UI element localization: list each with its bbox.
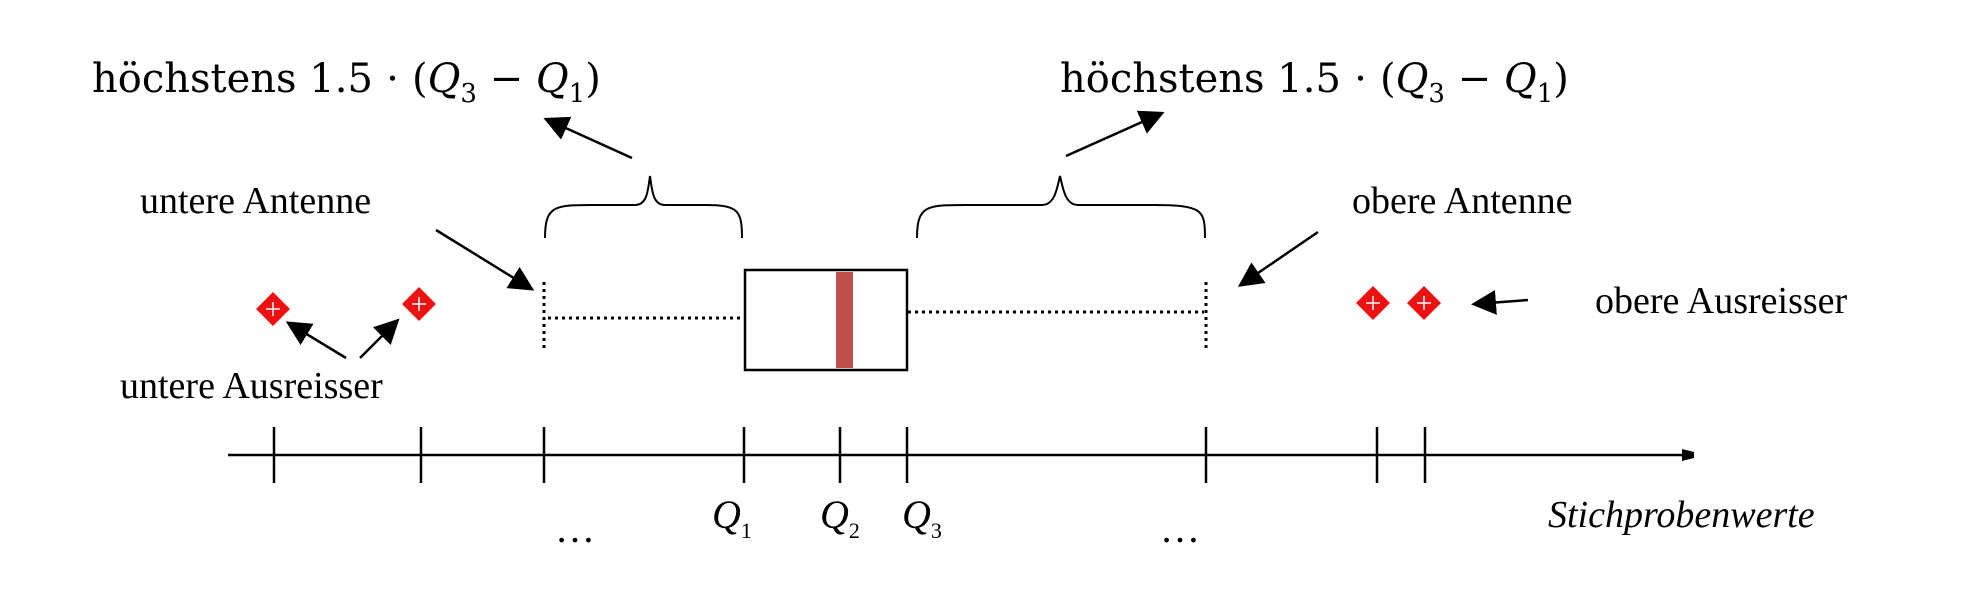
lower-outlier-2 — [402, 287, 436, 321]
arrow-brace-left-to-label — [543, 116, 633, 160]
iqr-box — [743, 268, 909, 372]
arrow-brace-right-to-label — [1065, 110, 1165, 158]
arrow-lower-whisker — [435, 228, 535, 291]
iqr-label-right: höchstens 1.5 ⋅ (Q3 − Q1) — [1060, 56, 1569, 109]
lower-outlier-1 — [256, 292, 290, 326]
iqr-label-left: höchstens 1.5 ⋅ (Q3 − Q1) — [92, 56, 601, 109]
upper-whisker-label: obere Antenne — [1352, 180, 1573, 222]
tick-label-q3: Q3 — [902, 492, 942, 543]
arrow-upper-whisker — [1237, 230, 1319, 287]
arrow-lower-outlier-2 — [359, 318, 400, 359]
brace-left — [544, 175, 743, 239]
axis-label: Stichprobenwerte — [1548, 494, 1815, 536]
ellipsis-right: … — [1160, 506, 1200, 551]
upper-outlier-1 — [1356, 286, 1390, 320]
brace-right — [916, 175, 1206, 239]
arrow-lower-outlier-1 — [285, 321, 347, 360]
arrow-upper-outliers — [1471, 290, 1529, 315]
tick-label-q1: Q1 — [712, 492, 752, 543]
lower-outliers-label: untere Ausreisser — [120, 365, 383, 407]
ellipsis-left: … — [555, 506, 595, 551]
lower-whisker-label: untere Antenne — [140, 180, 371, 222]
median-bar — [836, 272, 853, 368]
upper-outlier-2 — [1407, 286, 1441, 320]
tick-label-q2: Q2 — [820, 492, 860, 543]
upper-outliers-label: obere Ausreisser — [1595, 280, 1848, 322]
